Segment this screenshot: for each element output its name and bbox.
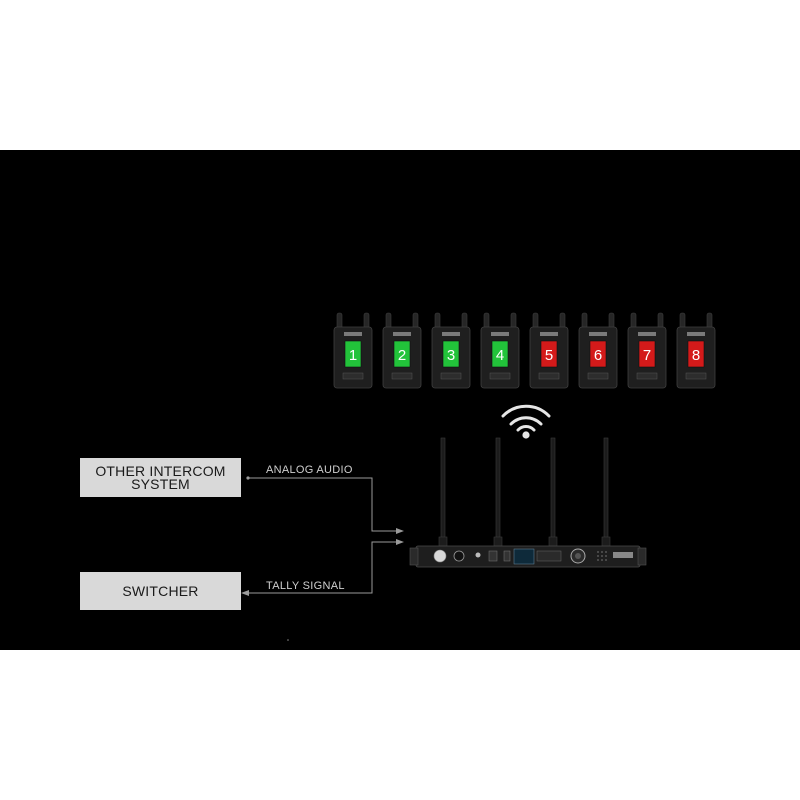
beltpack-number: 4 [496,347,504,364]
beltpack-4: 4 [480,312,520,389]
beltpack-buttons [636,372,658,380]
base-display [513,548,535,565]
beltpack-buttons [489,372,511,380]
connector-lines [246,477,397,594]
beltpack-logo [589,332,607,336]
beltpack-logo [540,332,558,336]
analog-audio-line [248,477,397,532]
beltpack-logo [638,332,656,336]
beltpack-buttons [342,372,364,380]
beltpack-1: 1 [333,312,373,389]
tally-screen [540,340,558,368]
beltpack-3: 3 [431,312,471,389]
intercom-connector-dot [246,476,250,480]
beltpack-5: 5 [529,312,569,389]
tally-screen [442,340,460,368]
antenna-3 [550,437,556,547]
other-intercom-system-box: OTHER INTERCOM SYSTEM [80,458,241,497]
beltpack-buttons [685,372,707,380]
tally-screen [344,340,362,368]
tally-screen [638,340,656,368]
tally-screen [491,340,509,368]
beltpack-number: 5 [545,347,553,364]
beltpack-buttons [538,372,560,380]
beltpack-buttons [440,372,462,380]
antenna-4 [603,437,609,547]
tally-screen [393,340,411,368]
antenna-2 [495,437,501,547]
diagram-canvas: 1 2 3 4 5 6 7 8 [0,150,800,650]
switcher-box: SWITCHER [80,572,241,610]
beltpack-number: 1 [349,347,357,364]
tally-signal-line [246,541,397,594]
beltpack-8: 8 [676,312,716,389]
beltpack-6: 6 [578,312,618,389]
xlr-connector [453,550,465,562]
beltpack-logo [687,332,705,336]
beltpack-row: 1 2 3 4 5 6 7 8 [333,312,716,389]
beltpack-logo [393,332,411,336]
headset-jack [433,549,447,563]
beltpack-2: 2 [382,312,422,389]
beltpack-logo [491,332,509,336]
beltpack-logo [442,332,460,336]
connector-arrows [241,476,404,596]
beltpack-7: 7 [627,312,667,389]
tally-screen [589,340,607,368]
tally-signal-label: TALLY SIGNAL [266,580,345,592]
base-logo [613,552,633,558]
arrow-to-base-2 [396,539,404,545]
beltpack-number: 3 [447,347,455,364]
beltpack-logo [344,332,362,336]
beltpack-number: 2 [398,347,406,364]
analog-audio-label: ANALOG AUDIO [266,464,353,476]
antenna-1 [440,437,446,547]
arrow-to-base [396,528,404,534]
diagram-graphics: 1 2 3 4 5 6 7 8 [241,312,716,641]
beltpack-number: 8 [692,347,700,364]
beltpack-number: 6 [594,347,602,364]
tally-screen [687,340,705,368]
base-antennas [438,437,611,548]
base-station [409,437,647,568]
beltpack-buttons [587,372,609,380]
arrow-to-switcher [241,590,249,596]
wifi-icon [501,404,551,439]
beltpack-number: 7 [643,347,651,364]
beltpack-buttons [391,372,413,380]
